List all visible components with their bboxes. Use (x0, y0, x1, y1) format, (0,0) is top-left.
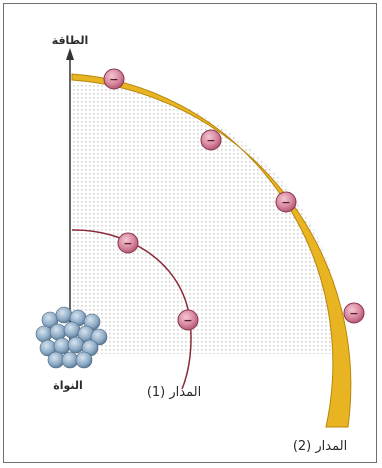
diagram-frame: − − − − − − الطاقة النواة المدار (1) الم… (3, 3, 377, 463)
svg-text:−: − (123, 237, 132, 250)
svg-text:−: − (183, 314, 192, 327)
electron-orbit1-b: − (178, 310, 198, 330)
energy-axis-arrowhead (66, 48, 74, 60)
nucleus (36, 307, 107, 368)
electron-orbit2-b: − (201, 130, 221, 150)
nucleus-label: النواة (53, 379, 83, 392)
svg-text:−: − (349, 307, 358, 320)
electron-orbit2-c: − (276, 192, 296, 212)
svg-text:−: − (206, 134, 215, 147)
electron-orbit2-d: − (344, 303, 364, 323)
electron-orbit1-a: − (118, 233, 138, 253)
energy-axis-label: الطاقة (52, 34, 89, 47)
svg-text:−: − (281, 196, 290, 209)
orbit-2-label: المدار (2) (293, 439, 347, 454)
svg-text:−: − (109, 73, 118, 86)
orbit-1-label: المدار (1) (147, 385, 201, 400)
atom-energy-diagram: − − − − − − الطاقة النواة المدار (1) الم… (4, 4, 378, 464)
electron-orbit2-a: − (104, 69, 124, 89)
